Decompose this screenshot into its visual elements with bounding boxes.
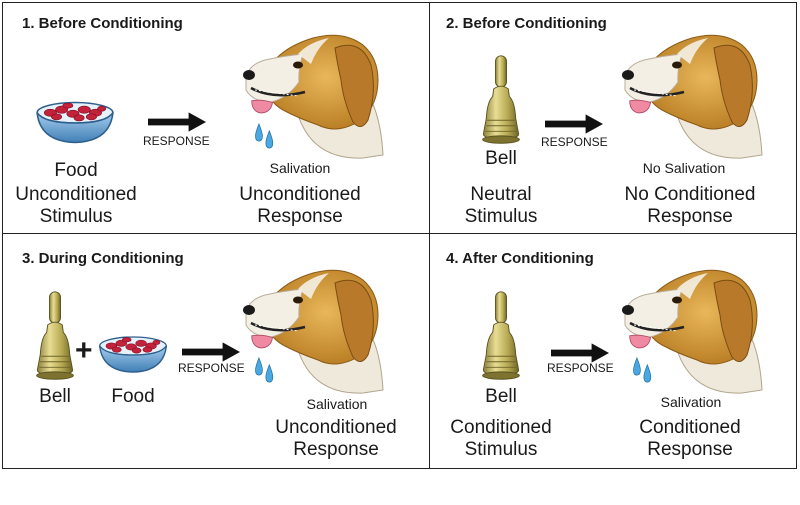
response-name: Salivation bbox=[269, 160, 331, 176]
arrow-right-icon bbox=[551, 343, 609, 363]
drool-drops-icon bbox=[252, 352, 278, 388]
stimulus-type-line-2: Stimulus bbox=[464, 439, 538, 460]
food-bowl-icon bbox=[97, 334, 169, 376]
response-name: No Salivation bbox=[642, 160, 726, 176]
arrow-right-icon bbox=[545, 114, 603, 134]
stimulus-type-line-2: Stimulus bbox=[464, 206, 538, 227]
response-type-line-1: Unconditioned bbox=[275, 417, 397, 438]
tongue-icon bbox=[250, 332, 276, 350]
stimulus-type-line-1: Neutral bbox=[470, 184, 532, 205]
arrow-right-icon bbox=[148, 112, 206, 132]
response-type-line-2: Response bbox=[293, 439, 379, 460]
tongue-icon bbox=[250, 97, 276, 115]
response-type-line-1: Unconditioned bbox=[239, 184, 361, 205]
stimulus-name: Food bbox=[54, 160, 98, 181]
stimulus-type-line-1: Conditioned bbox=[450, 417, 552, 438]
plus-sign: + bbox=[75, 334, 93, 367]
bell-icon bbox=[478, 54, 524, 146]
diagram-frame bbox=[2, 2, 797, 469]
stimulus-type-line-1: Unconditioned bbox=[15, 184, 137, 205]
panel-title: 4. After Conditioning bbox=[446, 250, 594, 267]
food-bowl-icon bbox=[34, 100, 116, 146]
arrow-label: RESPONSE bbox=[143, 134, 210, 148]
response-type-line-2: Response bbox=[647, 439, 733, 460]
stimulus-name: Bell bbox=[485, 386, 517, 407]
panel-title: 2. Before Conditioning bbox=[446, 15, 607, 32]
arrow-label: RESPONSE bbox=[547, 361, 614, 375]
response-type-line-1: Conditioned bbox=[639, 417, 741, 438]
stimulus-type-line-2: Stimulus bbox=[39, 206, 113, 227]
stimulus-name-2: Food bbox=[111, 386, 155, 407]
response-type-line-2: Response bbox=[257, 206, 343, 227]
response-type-line-2: Response bbox=[647, 206, 733, 227]
panel-title: 1. Before Conditioning bbox=[22, 15, 183, 32]
tongue-icon bbox=[628, 97, 654, 115]
panel-divider-vertical bbox=[429, 2, 430, 469]
drool-drops-icon bbox=[630, 352, 656, 388]
arrow-right-icon bbox=[182, 342, 240, 362]
arrow-label: RESPONSE bbox=[541, 135, 608, 149]
bell-icon bbox=[478, 290, 524, 382]
tongue-icon bbox=[628, 332, 654, 350]
panel-title: 3. During Conditioning bbox=[22, 250, 184, 267]
bell-icon bbox=[32, 290, 78, 382]
stimulus-name-1: Bell bbox=[39, 386, 71, 407]
response-type-line-1: No Conditioned bbox=[624, 184, 756, 205]
panel-divider-horizontal bbox=[2, 233, 797, 234]
response-name: Salivation bbox=[660, 394, 722, 410]
drool-drops-icon bbox=[252, 118, 278, 154]
arrow-label: RESPONSE bbox=[178, 361, 245, 375]
dog-head-icon bbox=[622, 20, 772, 160]
stimulus-name: Bell bbox=[485, 148, 517, 169]
response-name: Salivation bbox=[306, 396, 368, 412]
